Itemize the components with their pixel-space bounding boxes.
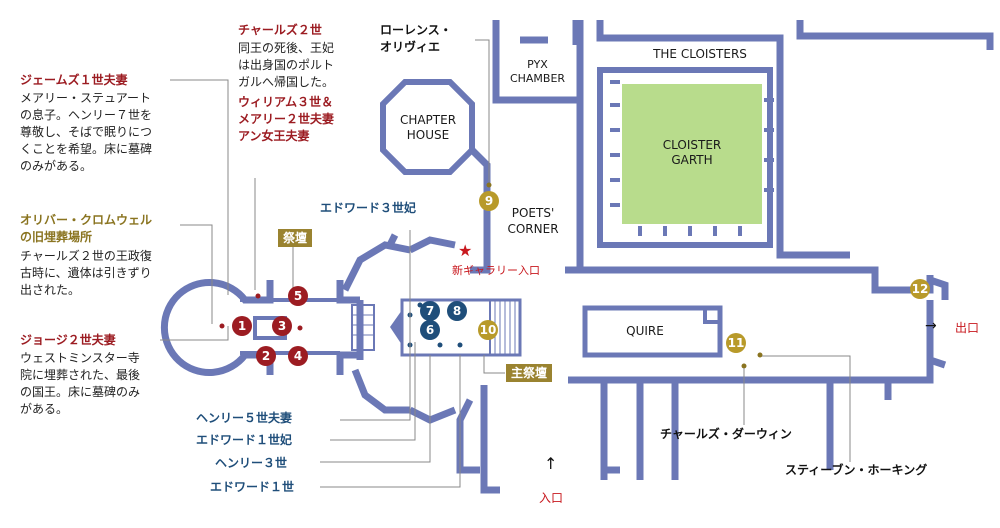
- george2-line-4: がある。: [20, 402, 69, 416]
- new-gallery-star-icon: ★: [458, 241, 473, 260]
- charles-darwin-label: チャールズ・ダーウィン: [660, 427, 792, 441]
- george2-body: ウェストミンスター寺 院に埋葬された、最後 の国王。床に墓碑のみ がある。: [20, 350, 140, 418]
- marker-8[interactable]: 8: [447, 301, 467, 321]
- garth-line-1: CLOISTER: [662, 138, 722, 152]
- cromwell-line-1: チャールズ２世の王政復: [20, 249, 152, 263]
- cromwell-title-line-1: オリバー・クロムウェル: [20, 213, 153, 227]
- entrance-arrow-icon: ↑: [544, 454, 558, 473]
- james1-line-2: の息子。ヘンリー７世を: [20, 108, 153, 122]
- pyx-chamber-wall: [492, 20, 584, 104]
- chapter-line-1: CHAPTER: [399, 113, 457, 127]
- james1-line-4: くことを希望。床に墓碑: [20, 142, 153, 156]
- cromwell-line-3: 出された。: [20, 283, 81, 297]
- james1-body: メアリー・ステュアート の息子。ヘンリー７世を 尊敬し、そばで眠りにつ くことを…: [20, 90, 152, 175]
- marker-10[interactable]: 10: [478, 320, 498, 340]
- exit-arrow-icon: →: [925, 318, 937, 334]
- george2-line-2: 院に埋葬された、最後: [20, 368, 141, 382]
- marker-9[interactable]: 9: [479, 191, 499, 211]
- transept-wall: [470, 172, 491, 274]
- chapter-house-label: CHAPTER HOUSE: [392, 113, 464, 143]
- olivier-line-2: オリヴィエ: [380, 40, 441, 54]
- edward1-consort-label: エドワード１世妃: [196, 433, 293, 447]
- cromwell-title-line-2: の旧埋葬場所: [20, 230, 93, 244]
- marker-5[interactable]: 5: [288, 286, 308, 306]
- marker-7[interactable]: 7: [420, 301, 440, 321]
- nave-north-wall: [565, 266, 934, 294]
- james1-line-3: 尊敬し、そばで眠りにつ: [20, 125, 153, 139]
- william3-line-1: ウィリアム３世＆: [238, 95, 334, 109]
- exit-label[interactable]: 出口: [955, 321, 980, 335]
- walls: [160, 20, 994, 494]
- marker-6[interactable]: 6: [420, 320, 440, 340]
- george2-title: ジョージ２世夫妻: [20, 333, 116, 347]
- high-altar-tag: 主祭壇: [506, 364, 553, 382]
- george2-line-1: ウェストミンスター寺: [20, 351, 140, 365]
- william3-line-2: メアリー２世夫妻: [238, 112, 335, 126]
- marker-2[interactable]: 2: [256, 346, 276, 366]
- poets-corner-label: POETS' CORNER: [498, 205, 568, 237]
- charles2-line-2: は出身国のポルト: [238, 58, 335, 72]
- george2-line-3: の国王。床に墓碑のみ: [20, 385, 141, 399]
- william3-line-3: アン女王夫妻: [238, 129, 310, 143]
- olivier-line-1: ローレンス・: [380, 23, 452, 37]
- chapter-house-wall: [380, 79, 475, 175]
- quire-wall: [582, 305, 723, 358]
- pyx-line-1: PYX: [527, 58, 548, 71]
- cloister-garth-label: CLOISTER GARTH: [640, 138, 744, 168]
- the-cloisters-label: THE CLOISTERS: [653, 47, 747, 61]
- cloister-inner-walk: [597, 67, 773, 248]
- marker-3[interactable]: 3: [272, 316, 292, 336]
- henry5-couple-label: ヘンリー５世夫妻: [196, 411, 293, 425]
- poets-line-1: POETS': [511, 206, 555, 220]
- entrance-label[interactable]: 入口: [539, 491, 564, 505]
- buttresses: [610, 80, 774, 236]
- edward3-consort-label: エドワード３世妃: [320, 201, 417, 215]
- altar-tag: 祭壇: [278, 229, 313, 247]
- cromwell-body: チャールズ２世の王政復 古時に、遺体は引きずり 出された。: [20, 248, 152, 299]
- james1-title: ジェームズ１世夫妻: [20, 73, 128, 87]
- chapel-dots: [219, 293, 303, 331]
- new-gallery-entrance-label[interactable]: 新ギャラリー入口: [452, 264, 540, 277]
- garth-line-2: GARTH: [671, 153, 713, 167]
- marker-11[interactable]: 11: [726, 333, 746, 353]
- charles2-line-3: ガルへ帰国した。: [238, 75, 335, 89]
- edward1-label: エドワード１世: [210, 480, 295, 494]
- pyx-chamber-label: PYX CHAMBER: [500, 58, 575, 86]
- marker-1[interactable]: 1: [232, 316, 252, 336]
- poets-line-2: CORNER: [507, 222, 559, 236]
- charles2-title: チャールズ２世: [238, 23, 322, 37]
- cloister-garth: [622, 84, 762, 224]
- quire-label: QUIRE: [626, 324, 664, 338]
- charles2-line-1: 同王の死後、王妃: [238, 41, 335, 55]
- nave-south-right: [568, 300, 934, 384]
- cromwell-line-2: 古時に、遺体は引きずり: [20, 266, 152, 280]
- charles2-body: 同王の死後、王妃 は出身国のポルト ガルへ帰国した。: [238, 40, 334, 91]
- henry3-label: ヘンリー３世: [215, 456, 288, 470]
- cromwell-title: オリバー・クロムウェル の旧埋葬場所: [20, 212, 152, 246]
- chapter-line-2: HOUSE: [406, 128, 450, 142]
- marker-12[interactable]: 12: [910, 279, 930, 299]
- william3-title: ウィリアム３世＆ メアリー２世夫妻 アン女王夫妻: [238, 94, 334, 145]
- james1-line-1: メアリー・ステュアート: [20, 91, 152, 105]
- lady-chapel-apse: [160, 279, 274, 376]
- poet-dots: [486, 182, 763, 369]
- cloister-east-wall: [596, 20, 850, 259]
- marker-4[interactable]: 4: [288, 346, 308, 366]
- leader-lines: [160, 39, 851, 488]
- stephen-hawking-label: スティーブン・ホーキング: [785, 463, 928, 477]
- lawrence-olivier-label: ローレンス・ オリヴィエ: [380, 22, 452, 56]
- pyx-line-2: CHAMBER: [509, 72, 566, 85]
- james1-line-5: のみがある。: [20, 159, 93, 173]
